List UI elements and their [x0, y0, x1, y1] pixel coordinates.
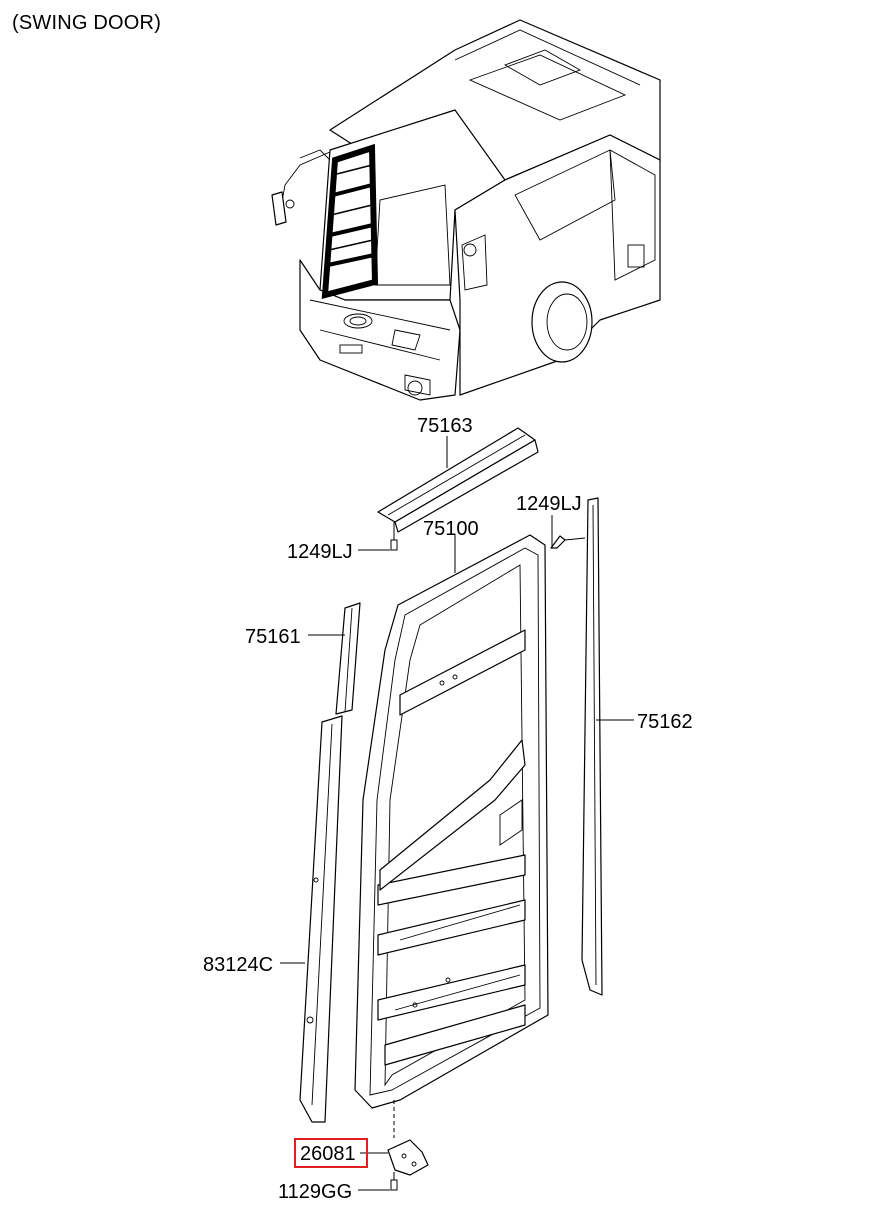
part-75163-top-rail [377, 427, 539, 533]
part-75100-door-frame [354, 534, 549, 1138]
screw-1249lj-left [358, 522, 398, 551]
screw-1129gg [358, 1172, 398, 1191]
label-75163[interactable]: 75163 [417, 415, 473, 437]
part-75161-upper-strip [308, 602, 361, 715]
label-75162[interactable]: 75162 [637, 711, 693, 733]
diagram-title: (SWING DOOR) [12, 12, 162, 34]
label-83124c[interactable]: 83124C [203, 954, 273, 976]
label-75100[interactable]: 75100 [423, 518, 479, 540]
highlight-box-26081 [294, 1138, 368, 1168]
label-1249lj-right[interactable]: 1249LJ [516, 493, 582, 515]
label-1129gg[interactable]: 1129GG [278, 1181, 352, 1203]
label-26081[interactable]: 26081 [300, 1143, 356, 1165]
vehicle-illustration [271, 19, 661, 401]
part-75162-side-strip [581, 497, 634, 996]
label-75161[interactable]: 75161 [245, 626, 301, 648]
label-1249lj-left[interactable]: 1249LJ [287, 541, 353, 563]
screw-1249lj-right [550, 515, 586, 549]
part-26081-hinge-bracket [360, 1139, 429, 1176]
part-83124c-weatherstrip [280, 715, 343, 1123]
